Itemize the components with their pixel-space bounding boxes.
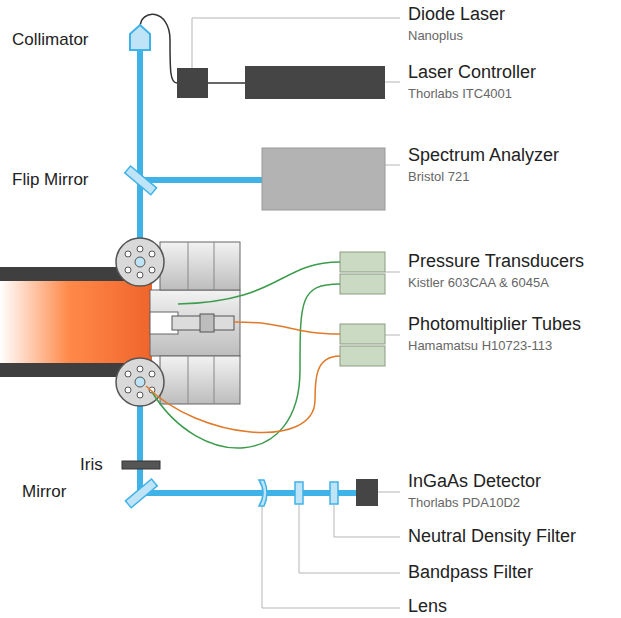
- part-name: Diode Laser: [408, 5, 505, 25]
- part-model: Kistler 603CAA & 6045A: [408, 276, 549, 290]
- part-name: Bandpass Filter: [408, 563, 533, 583]
- part-name: Neutral Density Filter: [408, 527, 576, 547]
- part-name: InGaAs Detector: [408, 472, 541, 492]
- part-model: Hamamatsu H10723-113: [408, 339, 552, 353]
- part-name: Photomultiplier Tubes: [408, 315, 581, 335]
- part-name: Mirror: [22, 483, 66, 502]
- part-name: Collimator: [12, 31, 89, 50]
- part-name: Pressure Transducers: [408, 252, 584, 272]
- part-model: Bristol 721: [408, 170, 469, 184]
- part-name: Spectrum Analyzer: [408, 146, 559, 166]
- part-name: Laser Controller: [408, 63, 536, 83]
- part-name: Lens: [408, 597, 447, 617]
- part-name: Iris: [80, 456, 103, 475]
- part-model: Nanoplus: [408, 29, 463, 43]
- part-model: Thorlabs ITC4001: [408, 87, 512, 101]
- part-name: Flip Mirror: [12, 171, 89, 190]
- part-model: Thorlabs PDA10D2: [408, 496, 520, 510]
